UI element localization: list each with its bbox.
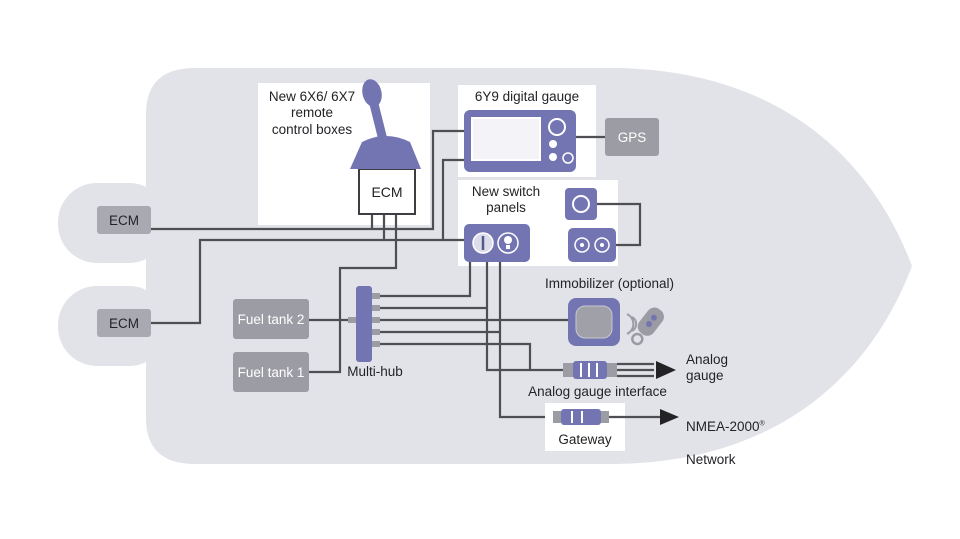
fuel-tank-1-label: Fuel tank 1 bbox=[237, 364, 305, 380]
gateway-label: Gateway bbox=[558, 432, 612, 447]
nmea-network-label: NMEA-2000® Network bbox=[686, 403, 806, 469]
remote-control-title: New 6X6/ 6X7 remote control boxes bbox=[268, 89, 356, 137]
immobilizer-label: Immobilizer (optional) bbox=[545, 276, 675, 291]
ecm-top-label: ECM bbox=[109, 212, 139, 228]
gps-label: GPS bbox=[617, 129, 647, 145]
ecm-bottom-label: ECM bbox=[109, 315, 139, 331]
multi-hub-label: Multi-hub bbox=[347, 364, 403, 379]
digital-gauge-title: 6Y9 digital gauge bbox=[474, 89, 580, 104]
ecm-bottom-box: ECM bbox=[97, 309, 151, 337]
gps-box: GPS bbox=[605, 118, 659, 156]
analog-gauge-interface-label: Analog gauge interface bbox=[528, 384, 667, 399]
nmea-name: NMEA-2000 bbox=[686, 419, 760, 435]
nmea-network: Network bbox=[686, 452, 736, 468]
analog-gauge-label: Analog gauge bbox=[686, 352, 729, 384]
switch-panels-title: New switch panels bbox=[471, 184, 541, 216]
ecm-top-box: ECM bbox=[97, 206, 151, 234]
registered-mark: ® bbox=[759, 420, 765, 428]
fuel-tank-1-box: Fuel tank 1 bbox=[233, 352, 309, 392]
